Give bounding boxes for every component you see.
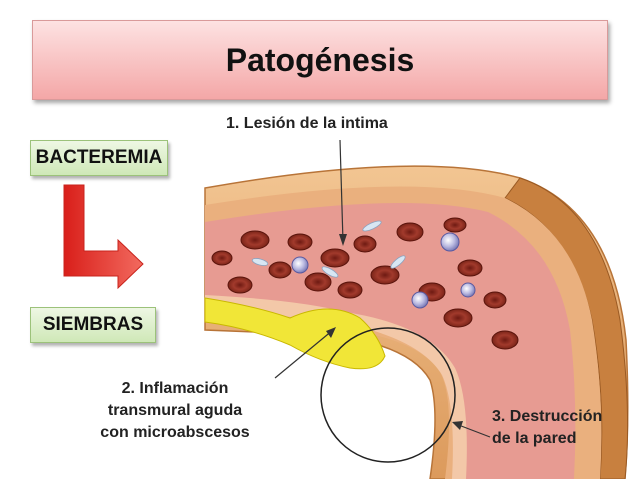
- abscess-plaque: [204, 297, 386, 370]
- inflamacion-label: 2. Inflamación transmural aguda con micr…: [80, 378, 270, 444]
- rbc: [240, 230, 270, 250]
- white-blood-cells: [291, 232, 476, 309]
- rbc: [268, 261, 292, 279]
- pointer-destruccion: [455, 423, 491, 438]
- rbc: [483, 291, 507, 309]
- pointer-inflamacion-head: [326, 327, 336, 338]
- rbc: [304, 272, 332, 292]
- pointer-destruccion-head: [452, 421, 463, 430]
- pointer-lesion-head: [339, 234, 347, 246]
- wbc: [411, 291, 429, 309]
- siembras-label: SIEMBRAS: [42, 314, 144, 335]
- rbc: [443, 308, 473, 328]
- bacteremia-label: BACTEREMIA: [35, 147, 163, 168]
- title-banner: Patogénesis: [32, 20, 608, 100]
- wbc: [440, 232, 460, 252]
- rbc: [211, 250, 233, 266]
- siembras-box: SIEMBRAS: [30, 307, 156, 343]
- destruccion-label: 3. Destrucción de la pared: [492, 406, 602, 450]
- rbc: [337, 281, 363, 299]
- rbc: [396, 222, 424, 242]
- platelets: [251, 220, 406, 278]
- rbc: [457, 259, 483, 277]
- rbc: [320, 248, 350, 268]
- rbc: [353, 235, 377, 253]
- inflamacion-line: 2. Inflamación: [121, 380, 229, 397]
- inflamacion-line: con microabscesos: [100, 424, 250, 441]
- lesion-label: 1. Lesión de la intima: [226, 115, 388, 132]
- bacteremia-box: BACTEREMIA: [30, 140, 168, 176]
- intima-layer: [205, 295, 467, 479]
- red-blood-cells: [211, 217, 519, 350]
- destruccion-line: de la pared: [492, 430, 577, 447]
- inflamacion-line: transmural aguda: [107, 402, 243, 419]
- page-title: Patogénesis: [225, 41, 415, 78]
- wbc: [460, 282, 476, 298]
- pointer-inflamacion: [274, 329, 334, 379]
- rbc: [443, 217, 467, 233]
- destruction-circle: [320, 327, 456, 463]
- rbc: [370, 265, 400, 285]
- rbc: [491, 330, 519, 350]
- destruccion-line: 3. Destrucción: [492, 408, 603, 425]
- wbc: [291, 256, 309, 274]
- rbc: [227, 276, 253, 294]
- bacteremia-to-siembras-arrow: [63, 184, 144, 290]
- pointer-lesion: [339, 139, 344, 243]
- rbc: [287, 233, 313, 251]
